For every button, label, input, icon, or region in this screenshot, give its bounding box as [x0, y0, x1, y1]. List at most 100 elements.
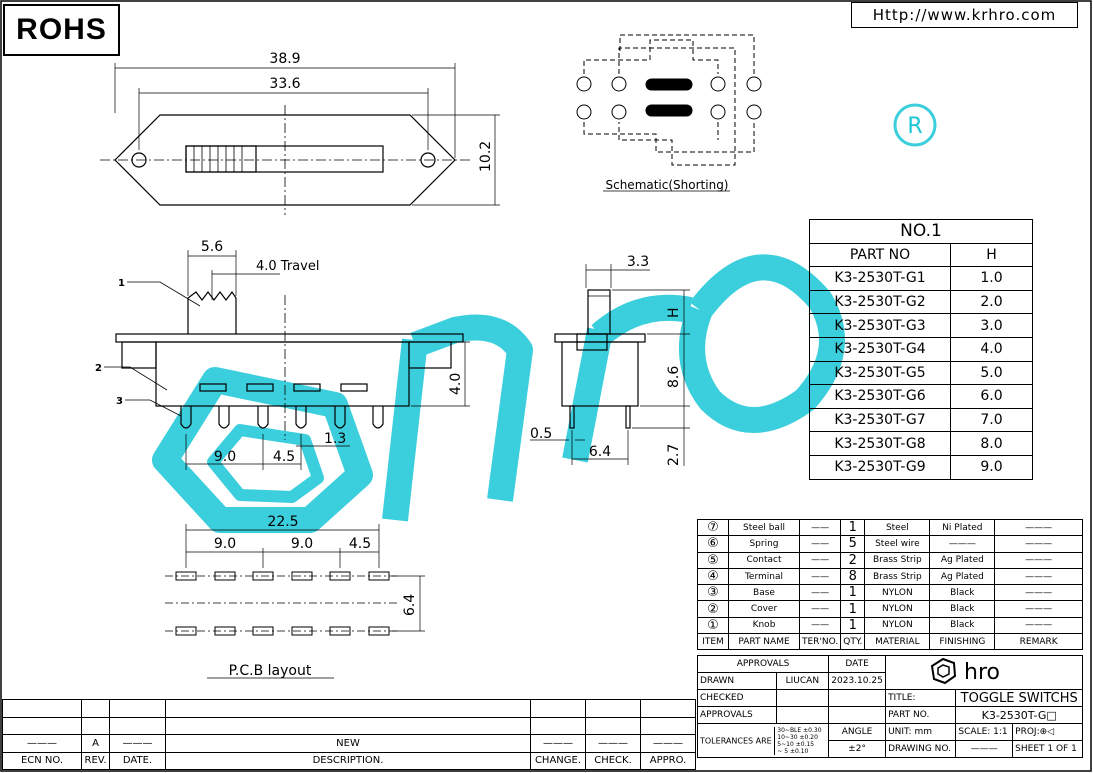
angle-value: ±2° — [828, 740, 887, 758]
part-no: K3-2530T-G2 — [809, 289, 951, 315]
date: ——— — [109, 734, 166, 753]
part-name: Knob — [728, 616, 800, 635]
company-logo: hro — [885, 655, 1083, 690]
schematic-label: Schematic(Shorting) — [605, 178, 728, 192]
check: ——— — [585, 734, 641, 753]
dim-pin-thickness: 0.5 — [530, 426, 552, 442]
drawn-by: LIUCAN — [775, 672, 830, 690]
end-view — [530, 264, 690, 466]
part-no: K3-2530T-G4 — [809, 336, 951, 362]
header-date: DATE. — [109, 751, 166, 770]
description: NEW — [165, 734, 531, 753]
drawing-part-no: K3-2530T-G□ — [955, 706, 1083, 724]
material: NYLON — [864, 600, 931, 618]
part-table-header-partno: PART NO — [809, 242, 951, 268]
tol-value: ±0.10 — [789, 747, 809, 755]
dim-pin-width: 1.3 — [324, 431, 346, 447]
tolerances-label: TOLERANCES ARE 30~BLE ±0.30 10~30 ±0.20 … — [696, 723, 830, 758]
part-name: Steel ball — [728, 518, 800, 537]
finishing: Black — [929, 616, 996, 635]
projection-symbol-icon: ⊕◁ — [1039, 727, 1055, 737]
remark: ——— — [994, 535, 1083, 553]
part-no: K3-2530T-G8 — [809, 431, 951, 456]
item-no: ① — [697, 616, 729, 635]
website-url[interactable]: Http://www.krhro.com — [851, 2, 1078, 28]
watermark-logo — [152, 103, 937, 533]
callout-1: 1 — [118, 278, 125, 289]
material: Steel — [864, 518, 931, 537]
ecn-no: ——— — [2, 734, 82, 753]
bom-header-ter-no: TER'NO. — [798, 633, 842, 651]
dim-pitch-4-5: 4.5 — [273, 449, 295, 465]
dim-height: 10.2 — [478, 141, 494, 172]
finishing: Black — [929, 600, 996, 618]
registered-mark: R — [907, 114, 922, 139]
tol-value: ±0.20 — [799, 733, 818, 741]
header-ecn-no: ECN NO. — [2, 751, 82, 770]
pcb-dim-a: 9.0 — [214, 536, 236, 552]
header-change: CHANGE. — [530, 751, 586, 770]
remark: ——— — [994, 518, 1083, 537]
approvals-heading: APPROVALS — [696, 655, 830, 673]
ter-no: —— — [798, 616, 842, 635]
dim-h: H — [666, 307, 682, 318]
finishing: Black — [929, 584, 996, 602]
h-value: 1.0 — [950, 266, 1033, 291]
partno-label: PART NO. — [885, 706, 957, 724]
part-table-header-h: H — [950, 242, 1033, 268]
top-view — [100, 63, 500, 215]
dim-end-knob: 3.3 — [627, 254, 649, 270]
h-value: 6.0 — [950, 384, 1033, 409]
h-value: 7.0 — [950, 407, 1033, 433]
unit: UNIT: mm — [885, 723, 957, 741]
dim-body-height: 4.0 — [448, 373, 464, 395]
tol-value: ±0.30 — [803, 726, 822, 734]
part-no: K3-2530T-G5 — [809, 360, 951, 386]
bom-header-part-name: PART NAME — [728, 633, 800, 651]
material: NYLON — [864, 616, 931, 635]
part-name: Spring — [728, 535, 800, 553]
drawing-title: TOGGLE SWITCHS — [955, 689, 1083, 707]
bom-header-qty: QTY. — [840, 633, 866, 651]
remark: ——— — [994, 551, 1083, 569]
sheet: SHEET 1 OF 1 — [1012, 740, 1083, 758]
part-no: K3-2530T-G7 — [809, 407, 951, 433]
tol-value: ±0.15 — [795, 740, 815, 748]
item-no: ② — [697, 600, 729, 618]
item-no: ④ — [697, 567, 729, 586]
dim-knob-width: 5.6 — [201, 239, 223, 255]
part-no: K3-2530T-G1 — [809, 266, 951, 291]
item-no: ⑤ — [697, 551, 729, 569]
ter-no: —— — [798, 535, 842, 553]
h-value: 2.0 — [950, 289, 1033, 315]
pcb-dim-total: 22.5 — [267, 514, 298, 530]
callout-3: 3 — [116, 396, 123, 407]
drawn-date: 2023.10.25 — [828, 672, 887, 690]
revision-row: ——— A ——— NEW ——— ——— ——— — [2, 734, 696, 753]
h-value: 9.0 — [950, 454, 1033, 480]
revision-block: ——— A ——— NEW ——— ——— ——— ECN NO. REV. D… — [2, 699, 696, 770]
material: NYLON — [864, 584, 931, 602]
material: Brass Strip — [864, 551, 931, 569]
title-block: APPROVALS DATE hro DRAWN LIUCAN 2023.10.… — [696, 655, 1083, 758]
dim-end-body: 8.6 — [666, 366, 682, 388]
dim-holes: 33.6 — [269, 76, 300, 92]
qty: 1 — [840, 600, 866, 618]
callout-2: 2 — [95, 363, 102, 374]
pcb-dim-c: 4.5 — [349, 536, 371, 552]
pcb-dim-row: 6.4 — [402, 594, 418, 616]
header-appro: APPRO. — [640, 751, 696, 770]
item-no: ⑦ — [697, 518, 729, 537]
header-description: DESCRIPTION. — [165, 751, 531, 770]
